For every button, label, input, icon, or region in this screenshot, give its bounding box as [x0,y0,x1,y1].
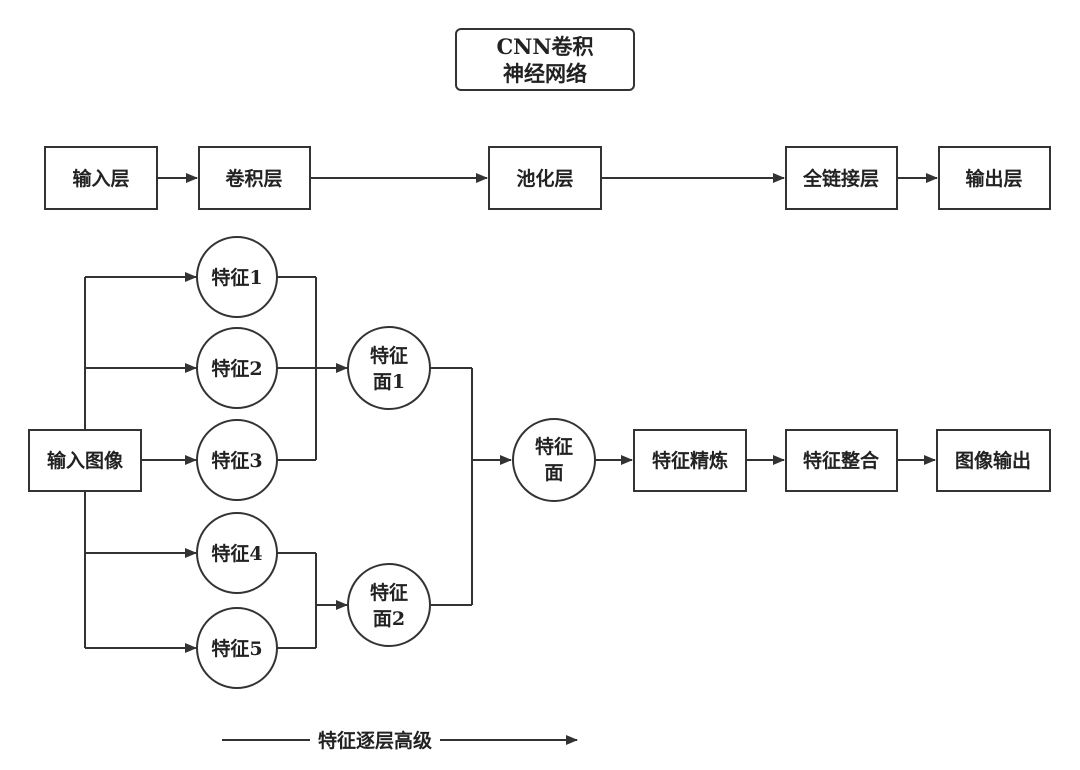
pipeline-conv-label: 卷积层 [224,167,282,190]
pipeline-input-label: 输入层 [72,167,129,190]
feature5-label: 特征5 [211,637,262,660]
pipeline-pool-label: 池化层 [516,167,573,190]
feature2-node [196,327,278,409]
feature5-node [196,607,278,689]
feature-map-node [512,418,596,502]
pipeline-input-box [44,146,158,210]
pipeline-fc-label: 全链接层 [802,167,879,190]
input-image-label: 输入图像 [47,449,124,472]
image-output-label: 图像输出 [955,449,1031,472]
title-line1: CNN卷积 [496,34,593,59]
feature1-label: 特征1 [211,266,262,289]
progression-arrow: 特征逐层高级 [222,729,578,752]
title-box: CNN卷积 神经网络 [455,28,635,91]
pipeline-output-label: 输出层 [965,167,1022,190]
title-line2: 神经网络 [503,61,587,86]
feature1-node [196,236,278,318]
feature-map1-line2: 面1 [373,371,405,393]
feature4-node [196,512,278,594]
input-image-box [28,429,142,492]
feature-map-line2: 面 [544,462,563,484]
feature3-node [196,419,278,501]
pipeline-row: 输入层 卷积层 池化层 全链接层 输出层 [44,146,1051,210]
refine-box [633,429,747,492]
pipeline-output-box [938,146,1051,210]
integrate-box [785,429,898,492]
refine-label: 特征精炼 [652,449,728,472]
feature2-label: 特征2 [211,357,262,380]
feature-map2-line1: 特征 [370,581,408,604]
image-output-box [936,429,1051,492]
progression-label: 特征逐层高级 [318,729,432,752]
feature4-label: 特征4 [211,542,262,565]
pipeline-fc-box [785,146,898,210]
feature-map1-line1: 特征 [370,344,408,367]
feature-map2-line2: 面2 [373,608,405,630]
title-frame [455,28,635,91]
flow-nodes: 输入图像 特征1 特征2 特征3 特征4 特征5 特征 面1 特征 面2 特征 … [28,236,1051,689]
feature3-label: 特征3 [211,449,262,472]
flow-edges [84,272,936,653]
pipeline-conv-box [198,146,311,210]
pipeline-pool-box [488,146,602,210]
feature-map-line1: 特征 [535,435,573,458]
integrate-label: 特征整合 [803,449,880,472]
feature-map1-node [347,326,431,410]
feature-map2-node [347,563,431,647]
